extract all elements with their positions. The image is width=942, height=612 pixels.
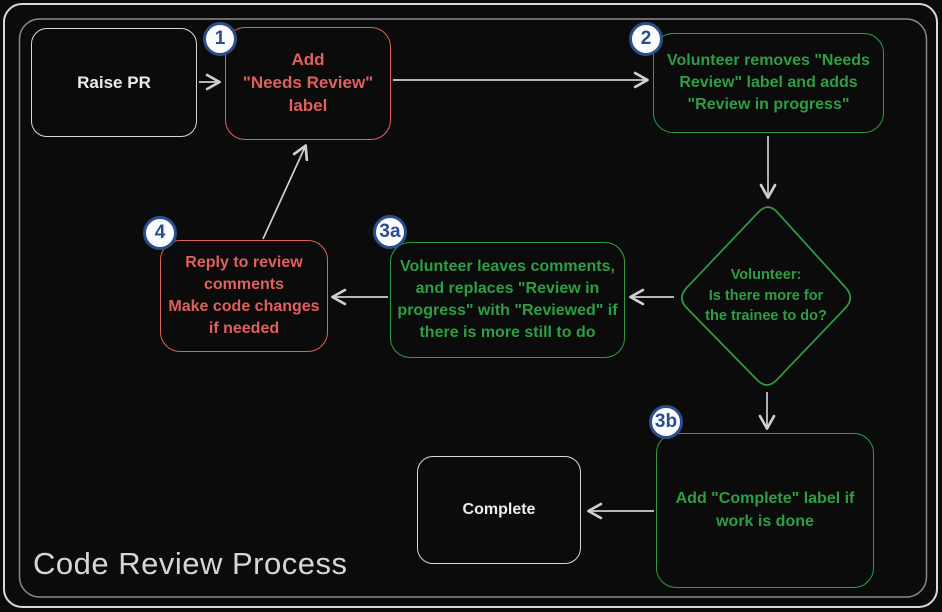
node-complete: Complete xyxy=(417,456,581,564)
decision-diamond-shape xyxy=(681,206,852,386)
arrow-reply-to-needs-review xyxy=(262,144,309,240)
node-raise-pr: Raise PR xyxy=(31,28,197,137)
decision-diamond-text: Volunteer: Is there more for the trainee… xyxy=(705,267,827,325)
frame-inner-border xyxy=(18,18,928,598)
node-reply-to-review-comments: Reply to review comments Make code chang… xyxy=(160,240,328,352)
step-badge-2: 2 xyxy=(629,22,663,56)
node-add-needs-review-label: Add "Needs Review" label xyxy=(225,27,391,140)
node-volunteer-removes-label: Volunteer removes "Needs Review" label a… xyxy=(653,33,884,133)
node-volunteer-leaves-comments: Volunteer leaves comments, and replaces … xyxy=(390,242,625,358)
node-add-complete-label: Add "Complete" label if work is done xyxy=(656,433,874,588)
step-badge-1: 1 xyxy=(203,22,237,56)
step-badge-4: 4 xyxy=(143,216,177,250)
step-badge-3b: 3b xyxy=(649,405,683,439)
frame-outer-border xyxy=(3,3,938,608)
step-badge-3a: 3a xyxy=(373,215,407,249)
diagram-title: Code Review Process xyxy=(33,546,348,581)
